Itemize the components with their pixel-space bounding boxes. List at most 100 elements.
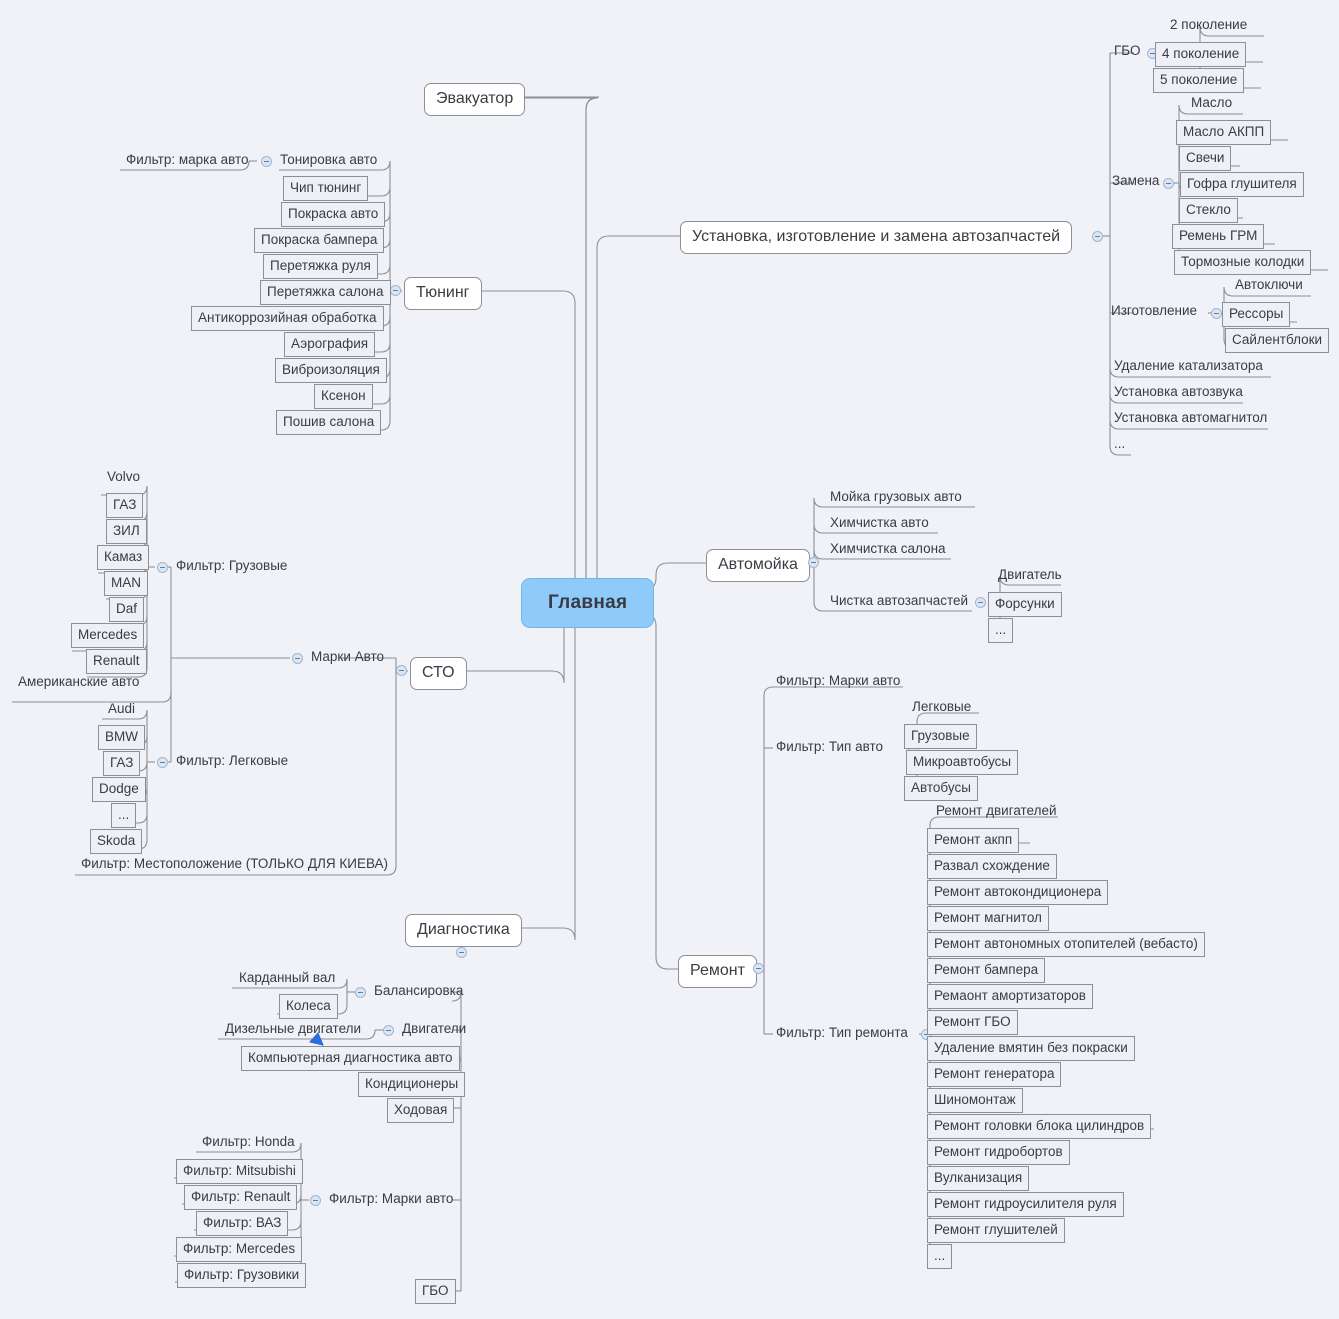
- node-brand-kamaz[interactable]: Камаз: [97, 545, 150, 570]
- node-repair-engines[interactable]: Ремонт двигателей: [936, 803, 1057, 818]
- node-spark-plugs[interactable]: Свечи: [1179, 146, 1232, 171]
- node-interior-sewing[interactable]: Пошив салона: [276, 410, 382, 435]
- node-install-more[interactable]: ...: [1114, 436, 1126, 451]
- node-brand-gaz-car[interactable]: ГАЗ: [103, 751, 141, 776]
- node-gbo-diag[interactable]: ГБО: [415, 1279, 456, 1304]
- node-radio-install[interactable]: Установка автомагнитол: [1114, 410, 1268, 425]
- collapse-toggle-sto[interactable]: [396, 665, 407, 676]
- node-brand-skoda[interactable]: Skoda: [90, 829, 143, 854]
- branch-install[interactable]: Установка, изготовление и замена автозап…: [680, 221, 1073, 254]
- node-repair-bumper[interactable]: Ремонт бампера: [927, 958, 1046, 983]
- node-wheels[interactable]: Колеса: [279, 994, 338, 1019]
- node-oil[interactable]: Масло: [1191, 95, 1233, 110]
- node-type-truck[interactable]: Грузовые: [904, 724, 977, 749]
- node-catalyst-removal[interactable]: Удаление катализатора: [1114, 358, 1263, 373]
- node-brand-volvo[interactable]: Volvo: [107, 469, 141, 484]
- node-filter-cartype-repair[interactable]: Фильтр: Тип авто: [776, 739, 884, 754]
- collapse-toggle-tinting[interactable]: [261, 156, 272, 167]
- node-brand-zil[interactable]: ЗИЛ: [106, 519, 147, 544]
- node-brand-audi[interactable]: Audi: [108, 701, 136, 716]
- node-conditioners[interactable]: Кондиционеры: [358, 1072, 466, 1097]
- collapse-toggle-repair[interactable]: [753, 963, 764, 974]
- node-car-painting[interactable]: Покраска авто: [281, 202, 386, 227]
- node-brand-mercedes-truck[interactable]: Mercedes: [71, 623, 145, 648]
- branch-diagnostics[interactable]: Диагностика: [405, 914, 522, 947]
- node-repair-shocks[interactable]: Ремаонт амортизаторов: [927, 984, 1093, 1009]
- node-type-bus[interactable]: Автобусы: [904, 776, 978, 801]
- node-truck-wash[interactable]: Мойка грузовых авто: [830, 489, 962, 504]
- node-parts-cleaning[interactable]: Чистка автозапчастей: [830, 593, 969, 608]
- node-brand-gaz-truck[interactable]: ГАЗ: [106, 493, 144, 518]
- collapse-toggle-car-brands[interactable]: [292, 653, 303, 664]
- node-filter-cars[interactable]: Фильтр: Легковые: [176, 753, 289, 768]
- node-izgotovlenie[interactable]: Изготовление: [1111, 303, 1198, 318]
- collapse-toggle-filter-cars[interactable]: [157, 757, 168, 768]
- node-gen5[interactable]: 5 поколение: [1153, 68, 1245, 93]
- collapse-toggle-engines-diag[interactable]: [383, 1025, 394, 1036]
- node-filter-brands-diag[interactable]: Фильтр: Марки авто: [329, 1191, 454, 1206]
- node-type-minibus[interactable]: Микроавтобусы: [906, 750, 1019, 775]
- branch-repair[interactable]: Ремонт: [678, 955, 757, 988]
- node-gbo-install[interactable]: ГБО: [1114, 43, 1141, 58]
- node-gen2[interactable]: 2 поколение: [1170, 17, 1248, 32]
- node-car-brands[interactable]: Марки Авто: [311, 649, 385, 664]
- collapse-toggle-carwash[interactable]: [808, 557, 819, 568]
- node-brand-man[interactable]: MAN: [104, 571, 148, 596]
- node-filter-trucks-diag[interactable]: Фильтр: Грузовики: [177, 1263, 307, 1288]
- node-brand-bmw[interactable]: BMW: [98, 725, 145, 750]
- node-interior-wrap[interactable]: Перетяжка салона: [260, 280, 391, 305]
- node-tire-service[interactable]: Шиномонтаж: [927, 1088, 1023, 1113]
- node-airbrushing[interactable]: Аэрография: [284, 332, 376, 357]
- node-timing-belt[interactable]: Ремень ГРМ: [1172, 224, 1265, 249]
- node-bumper-painting[interactable]: Покраска бампера: [254, 228, 385, 253]
- branch-sto[interactable]: СТО: [410, 657, 467, 690]
- node-balancing[interactable]: Балансировка: [374, 983, 464, 998]
- node-filter-trucks[interactable]: Фильтр: Грузовые: [176, 558, 288, 573]
- node-tinting[interactable]: Тонировка авто: [280, 152, 378, 167]
- node-repair-gbo[interactable]: Ремонт ГБО: [927, 1010, 1018, 1035]
- node-brake-pads[interactable]: Тормозные колодки: [1174, 250, 1312, 275]
- node-repair-akpp[interactable]: Ремонт акпп: [927, 828, 1020, 853]
- node-repair-power-steering[interactable]: Ремонт гидроусилителя руля: [927, 1192, 1124, 1217]
- node-filter-repairtype[interactable]: Фильтр: Тип ремонта: [776, 1025, 908, 1040]
- node-brand-daf[interactable]: Daf: [109, 597, 145, 622]
- node-filter-location[interactable]: Фильтр: Местоположение (ТОЛЬКО ДЛЯ КИЕВА…: [81, 856, 389, 871]
- node-xenon[interactable]: Ксенон: [314, 384, 373, 409]
- node-brand-more[interactable]: ...: [111, 803, 137, 828]
- node-filter-brands-repair[interactable]: Фильтр: Марки авто: [776, 673, 901, 688]
- node-oil-akpp[interactable]: Масло АКПП: [1176, 120, 1272, 145]
- branch-tuning[interactable]: Тюнинг: [404, 277, 482, 310]
- node-filter-brand-tuning[interactable]: Фильтр: марка авто: [126, 152, 249, 167]
- node-filter-vaz[interactable]: Фильтр: ВАЗ: [196, 1211, 289, 1236]
- node-dry-clean-car[interactable]: Химчистка авто: [830, 515, 929, 530]
- node-computer-diag[interactable]: Компьютерная диагностика авто: [241, 1046, 460, 1071]
- node-springs[interactable]: Рессоры: [1222, 302, 1291, 327]
- collapse-toggle-filter-brands-diag[interactable]: [310, 1195, 321, 1206]
- node-repair-more[interactable]: ...: [927, 1244, 953, 1269]
- node-gen4[interactable]: 4 поколение: [1155, 42, 1247, 67]
- node-diesel-engines[interactable]: Дизельные двигатели: [225, 1021, 362, 1036]
- node-clean-more[interactable]: ...: [988, 618, 1014, 643]
- node-filter-renault[interactable]: Фильтр: Renault: [184, 1185, 298, 1210]
- node-repair-radio[interactable]: Ремонт магнитол: [927, 906, 1049, 931]
- collapse-toggle-diagnostics[interactable]: [456, 947, 467, 958]
- collapse-toggle-parts-cleaning[interactable]: [975, 597, 986, 608]
- node-repair-ac[interactable]: Ремонт автокондиционера: [927, 880, 1109, 905]
- collapse-toggle-filter-trucks[interactable]: [157, 562, 168, 573]
- node-brand-dodge[interactable]: Dodge: [92, 777, 146, 802]
- node-dry-clean-interior[interactable]: Химчистка салона: [830, 541, 946, 556]
- node-autokeys[interactable]: Автоключи: [1235, 277, 1303, 292]
- collapse-toggle-balancing[interactable]: [355, 987, 366, 998]
- branch-evacuator[interactable]: Эвакуатор: [424, 83, 526, 116]
- node-driveshaft[interactable]: Карданный вал: [239, 970, 336, 985]
- node-filter-mitsubishi[interactable]: Фильтр: Mitsubishi: [176, 1159, 303, 1184]
- collapse-toggle-zamena[interactable]: [1163, 178, 1174, 189]
- node-vulcanization[interactable]: Вулканизация: [927, 1166, 1030, 1191]
- node-silentblocks[interactable]: Сайлентблоки: [1225, 328, 1330, 353]
- collapse-toggle-tuning[interactable]: [390, 285, 401, 296]
- node-repair-cylinder-head[interactable]: Ремонт головки блока цилиндров: [927, 1114, 1152, 1139]
- root-node[interactable]: Главная: [521, 578, 655, 628]
- branch-carwash[interactable]: Автомойка: [706, 549, 810, 582]
- node-zamena[interactable]: Замена: [1112, 173, 1160, 188]
- node-chassis[interactable]: Ходовая: [387, 1098, 455, 1123]
